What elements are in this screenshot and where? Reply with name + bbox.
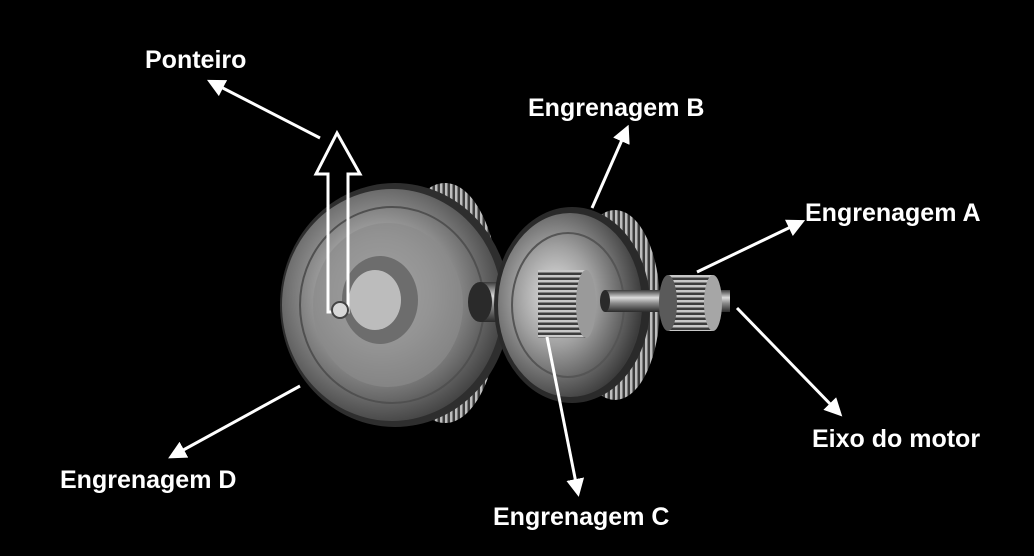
leader-engrenagem-b	[592, 133, 625, 208]
gear-a	[659, 275, 722, 331]
label-eixo-motor: Eixo do motor	[812, 427, 980, 452]
leader-ponteiro	[215, 84, 320, 138]
gear-c	[538, 270, 596, 338]
label-engrenagem-a: Engrenagem A	[805, 201, 981, 226]
label-ponteiro: Ponteiro	[145, 48, 246, 73]
leader-engrenagem-d	[176, 386, 300, 454]
label-engrenagem-c: Engrenagem C	[493, 505, 669, 530]
label-engrenagem-d: Engrenagem D	[60, 468, 236, 493]
label-engrenagem-b: Engrenagem B	[528, 96, 704, 121]
leader-engrenagem-a	[697, 224, 797, 272]
leader-eixo-motor	[737, 308, 836, 410]
